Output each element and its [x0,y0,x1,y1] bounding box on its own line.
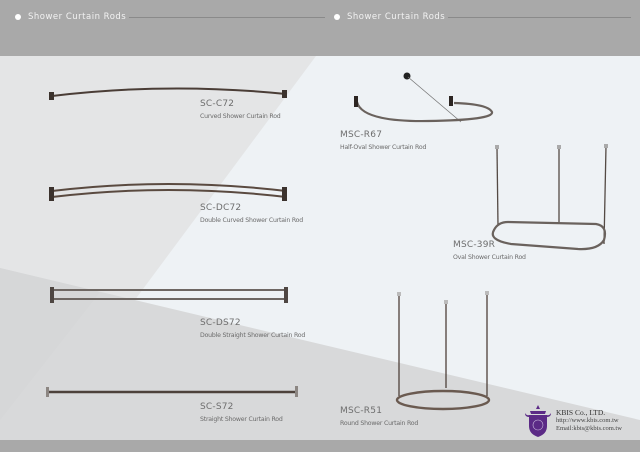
section-title-text: Shower Curtain Rods [347,12,446,22]
double-straight-rod-image [50,287,288,303]
product-msc-r67: MSC-R67 Half-Oval Shower Curtain Rod [340,130,426,151]
footer-band [0,440,640,452]
header-band [0,0,640,56]
company-website[interactable]: http://www.kbis.com.tw [556,417,619,424]
product-sc-dc72: SC-DC72 Double Curved Shower Curtain Rod [200,203,303,224]
product-code: MSC-R51 [340,406,383,416]
crest-icon [525,405,551,437]
round-rod-image [395,291,491,411]
product-sc-s72: SC-S72 Straight Shower Curtain Rod [200,402,283,423]
product-name: Oval Shower Curtain Rod [453,254,526,261]
half-oval-rod-image [354,72,494,123]
product-sc-c72: SC-C72 Curved Shower Curtain Rod [200,99,281,120]
bullet-icon [334,14,340,20]
product-name: Round Shower Curtain Rod [340,420,419,427]
product-code: MSC-39R [453,240,496,250]
section-divider [448,16,632,18]
product-name: Curved Shower Curtain Rod [200,113,281,120]
product-code: SC-S72 [200,402,234,412]
product-name: Straight Shower Curtain Rod [200,416,283,423]
product-code: SC-DC72 [200,203,242,213]
product-sc-ds72: SC-DS72 Double Straight Shower Curtain R… [200,318,305,339]
product-name: Double Curved Shower Curtain Rod [200,217,303,224]
product-msc-r51: MSC-R51 Round Shower Curtain Rod [340,406,418,427]
company-info: KBIS Co., LTD. http://www.kbis.com.tw Em… [556,409,622,433]
product-code: SC-C72 [200,99,235,109]
double-curved-rod-image [49,183,287,201]
company-email[interactable]: Email:kbis@kbis.com.tw [556,425,622,432]
oval-rod-image [491,144,608,251]
product-msc-39r: MSC-39R Oval Shower Curtain Rod [453,240,526,261]
curved-rod-image [49,87,287,100]
section-title-right: Shower Curtain Rods [334,12,632,22]
section-title-left: Shower Curtain Rods [15,12,326,22]
product-code: MSC-R67 [340,130,383,140]
section-title-text: Shower Curtain Rods [28,12,127,22]
product-name: Double Straight Shower Curtain Rod [200,332,306,339]
product-name: Half-Oval Shower Curtain Rod [340,144,427,151]
company-logo-block: KBIS Co., LTD. http://www.kbis.com.tw Em… [524,404,622,438]
straight-rod-image [46,386,298,397]
bullet-icon [15,14,21,20]
company-name: KBIS Co., LTD. [556,408,606,417]
product-code: SC-DS72 [200,318,241,328]
section-divider [129,16,326,18]
